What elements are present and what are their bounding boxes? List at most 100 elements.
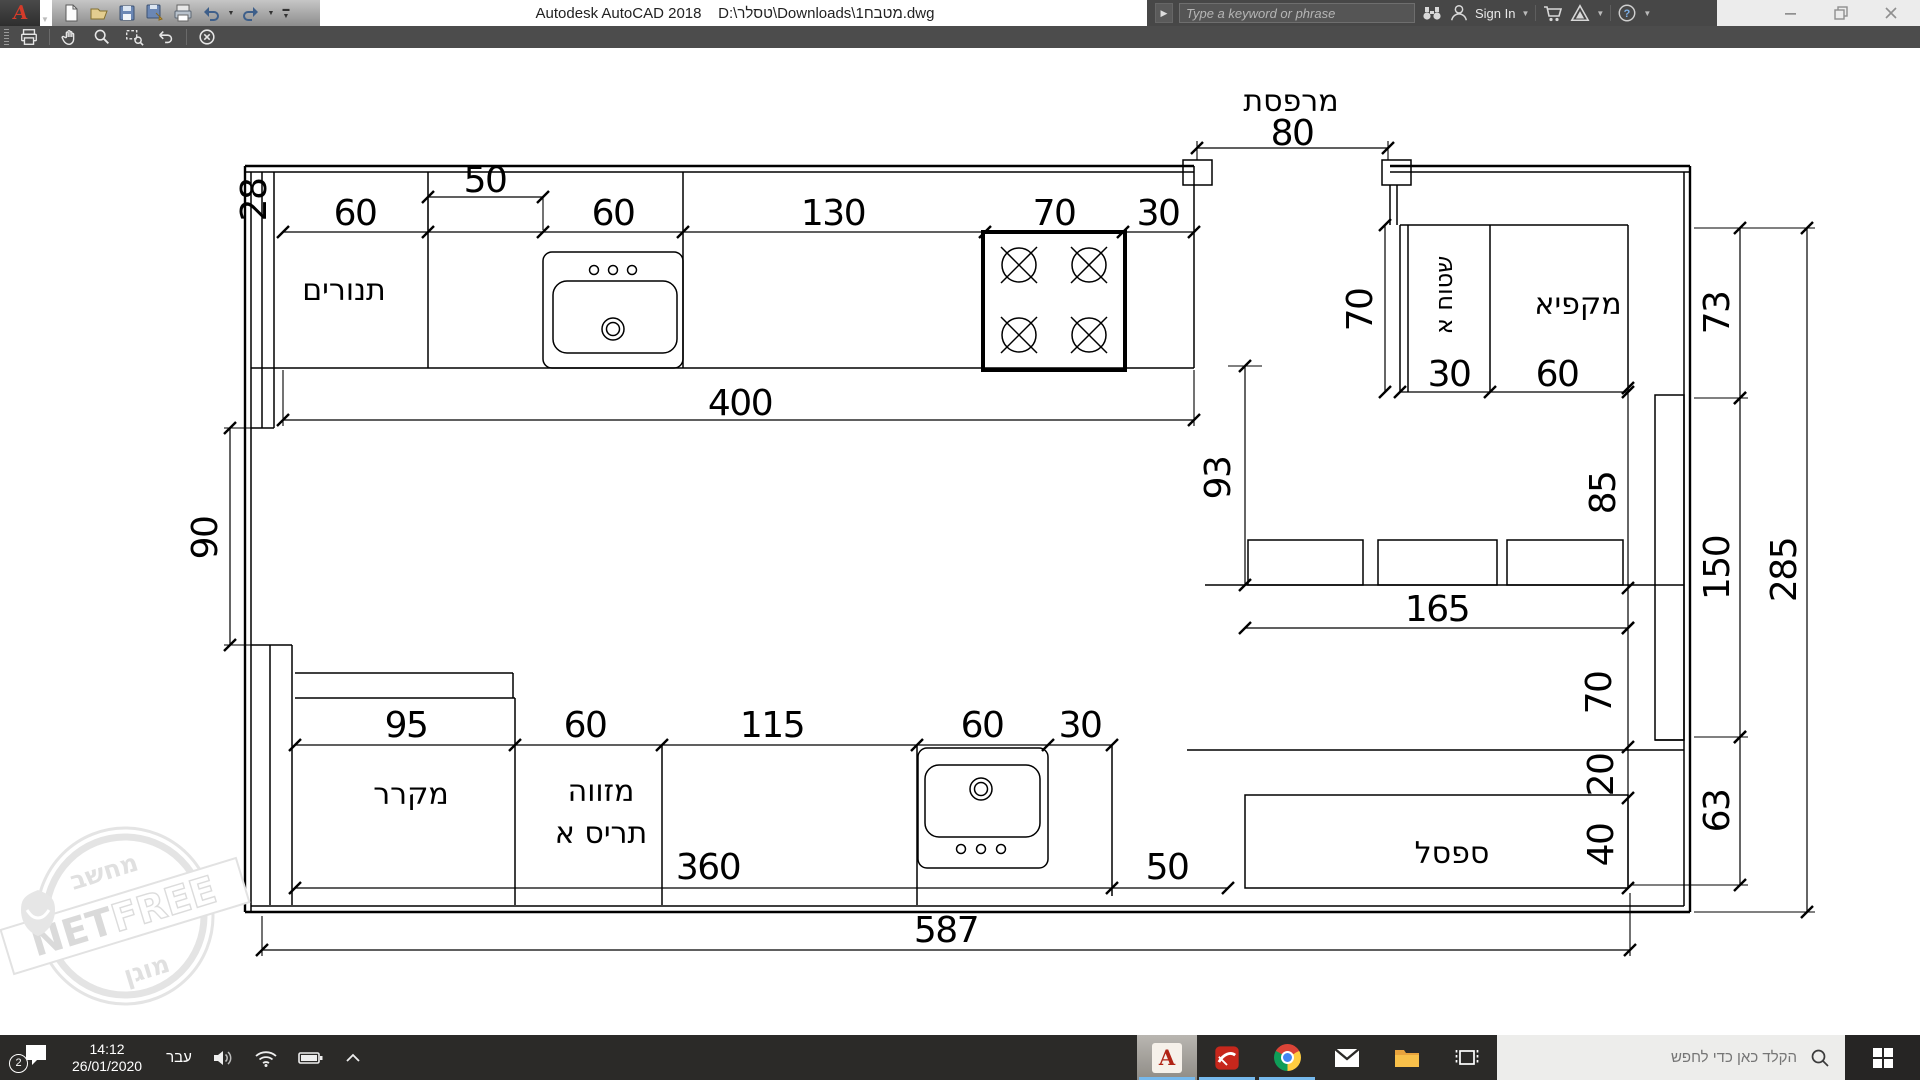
redo-dropdown-icon[interactable]: ▼ xyxy=(267,9,275,17)
show-hidden-icons-button[interactable] xyxy=(333,1035,373,1080)
autocad-app-menu-button[interactable]: A xyxy=(0,0,40,26)
taskbar-app-autocad[interactable]: A xyxy=(1137,1035,1197,1080)
zoom-button[interactable] xyxy=(90,27,114,47)
help-dropdown-icon[interactable]: ▼ xyxy=(1643,8,1652,18)
wifi-icon xyxy=(255,1050,277,1067)
open-file-button[interactable] xyxy=(86,2,112,24)
dimension-texts: מרפסת 80 28 60 50 60 130 70 30 תנורים 40… xyxy=(185,84,1805,951)
chevron-up-icon xyxy=(346,1053,360,1062)
open-folder-icon xyxy=(90,8,108,20)
kitchen-floor-plan: מרפסת 80 28 60 50 60 130 70 30 תנורים 40… xyxy=(0,84,1815,1006)
dim-60a: 60 xyxy=(334,193,377,234)
pantry-label-line2: תריס א xyxy=(555,816,647,851)
save-as-icon xyxy=(146,4,163,21)
app-menu-dropdown-icon[interactable]: ▼ xyxy=(41,15,49,24)
volume-button[interactable] xyxy=(202,1035,244,1080)
taskbar-clock[interactable]: 14:12 26/01/2020 xyxy=(58,1041,156,1075)
toolbar-grip-handle[interactable] xyxy=(4,29,9,45)
dim-28: 28 xyxy=(234,179,275,222)
dim-85: 85 xyxy=(1583,472,1624,515)
app-store-cart-icon[interactable] xyxy=(1542,3,1564,23)
window-title: Autodesk AutoCAD 2018 D:\טסלר\Downloads\… xyxy=(535,4,935,22)
taskbar-app-sketchup[interactable] xyxy=(1197,1035,1257,1080)
zoom-previous-button[interactable] xyxy=(154,27,178,47)
redo-button[interactable] xyxy=(238,2,264,24)
exchange-dropdown-icon[interactable]: ▼ xyxy=(1596,8,1605,18)
dim-30: 30 xyxy=(1137,193,1180,234)
user-avatar-icon xyxy=(1449,3,1469,23)
taskbar-app-mail[interactable] xyxy=(1317,1035,1377,1080)
chrome-icon xyxy=(1273,1044,1301,1071)
pantry-label-line1: מזווה xyxy=(568,774,635,809)
start-button[interactable] xyxy=(1845,1035,1920,1080)
zoom-window-icon xyxy=(126,29,144,46)
dim-150: 150 xyxy=(1697,536,1738,600)
taskbar-search-box[interactable] xyxy=(1497,1035,1845,1080)
cancel-circle-x-icon xyxy=(199,29,215,45)
plot-button[interactable] xyxy=(170,2,196,24)
save-button[interactable] xyxy=(114,2,140,24)
dim-130: 130 xyxy=(801,193,865,234)
dim-95: 95 xyxy=(385,705,428,746)
clock-time: 14:12 xyxy=(89,1040,125,1057)
speaker-icon xyxy=(213,1050,232,1065)
dim-60-pantry: 60 xyxy=(564,705,607,746)
pan-button[interactable] xyxy=(58,27,82,47)
right-fixtures xyxy=(1187,394,1685,889)
undo-button[interactable] xyxy=(198,2,224,24)
minimize-button[interactable] xyxy=(1780,4,1802,22)
zoom-window-button[interactable] xyxy=(122,27,146,47)
sketchup-icon xyxy=(1215,1045,1239,1070)
drawing-canvas[interactable]: מרפסת 80 28 60 50 60 130 70 30 תנורים 40… xyxy=(0,48,1920,1035)
dim-60-sink: 60 xyxy=(961,705,1004,746)
dim-63: 63 xyxy=(1697,790,1738,833)
qat-customize-icon[interactable]: ▬▼ xyxy=(282,6,290,20)
quick-access-toolbar: ▼ ▼ ▬▼ xyxy=(52,0,320,26)
autodesk-exchange-icon[interactable] xyxy=(1570,3,1590,23)
windows-logo-icon xyxy=(1872,1047,1893,1068)
mail-icon xyxy=(1334,1047,1360,1067)
undo-dropdown-icon[interactable]: ▼ xyxy=(227,9,235,17)
taskbar-app-explorer[interactable] xyxy=(1377,1035,1437,1080)
extension-lines xyxy=(224,141,1815,956)
viewport-toolbar xyxy=(0,26,1920,48)
window-controls xyxy=(1717,0,1920,26)
dim-30-bottom: 30 xyxy=(1059,705,1102,746)
language-indicator[interactable]: עבר xyxy=(166,1049,192,1066)
sign-in-button[interactable]: Sign In xyxy=(1475,5,1516,21)
stove-symbol xyxy=(981,230,1127,372)
help-icon[interactable]: ? xyxy=(1617,3,1637,23)
cancel-button[interactable] xyxy=(195,27,219,47)
restore-button[interactable] xyxy=(1830,4,1852,22)
clock-date: 26/01/2020 xyxy=(72,1057,143,1074)
taskbar-app-chrome[interactable] xyxy=(1257,1035,1317,1080)
close-button[interactable] xyxy=(1880,4,1902,22)
notification-center-button[interactable]: 2 xyxy=(0,1035,58,1080)
infocenter-search-input[interactable] xyxy=(1179,3,1415,23)
new-file-button[interactable] xyxy=(58,2,84,24)
network-button[interactable] xyxy=(244,1035,288,1080)
bottom-cabinets xyxy=(295,672,1113,905)
fridge-label: מקרר xyxy=(373,777,449,812)
dim-70-right: 70 xyxy=(1579,672,1620,715)
dim-50: 50 xyxy=(464,160,507,201)
zoom-magnifier-icon xyxy=(94,29,110,45)
dim-30-freezer: 30 xyxy=(1428,354,1471,395)
netfree-watermark: NET FREE מחשב מוגן xyxy=(0,826,251,1006)
save-as-button[interactable] xyxy=(142,2,168,24)
dim-70-freezer: 70 xyxy=(1340,289,1381,332)
task-view-icon xyxy=(1455,1049,1479,1065)
sink-symbol-top xyxy=(542,251,684,369)
infocenter-expand-icon[interactable]: ▶ xyxy=(1155,3,1173,23)
search-binoculars-icon[interactable] xyxy=(1421,3,1443,23)
sign-in-dropdown-icon[interactable]: ▼ xyxy=(1521,8,1530,18)
taskbar-search-input[interactable] xyxy=(1515,1048,1799,1067)
pan-hand-icon xyxy=(61,30,75,45)
print-preview-button[interactable] xyxy=(17,27,41,47)
zoom-previous-icon xyxy=(159,30,173,44)
new-file-icon xyxy=(65,4,78,22)
sink-symbol-bottom xyxy=(917,747,1049,869)
taskbar-task-view-button[interactable] xyxy=(1437,1035,1497,1080)
battery-button[interactable] xyxy=(288,1035,333,1080)
notification-icon xyxy=(26,1044,46,1065)
